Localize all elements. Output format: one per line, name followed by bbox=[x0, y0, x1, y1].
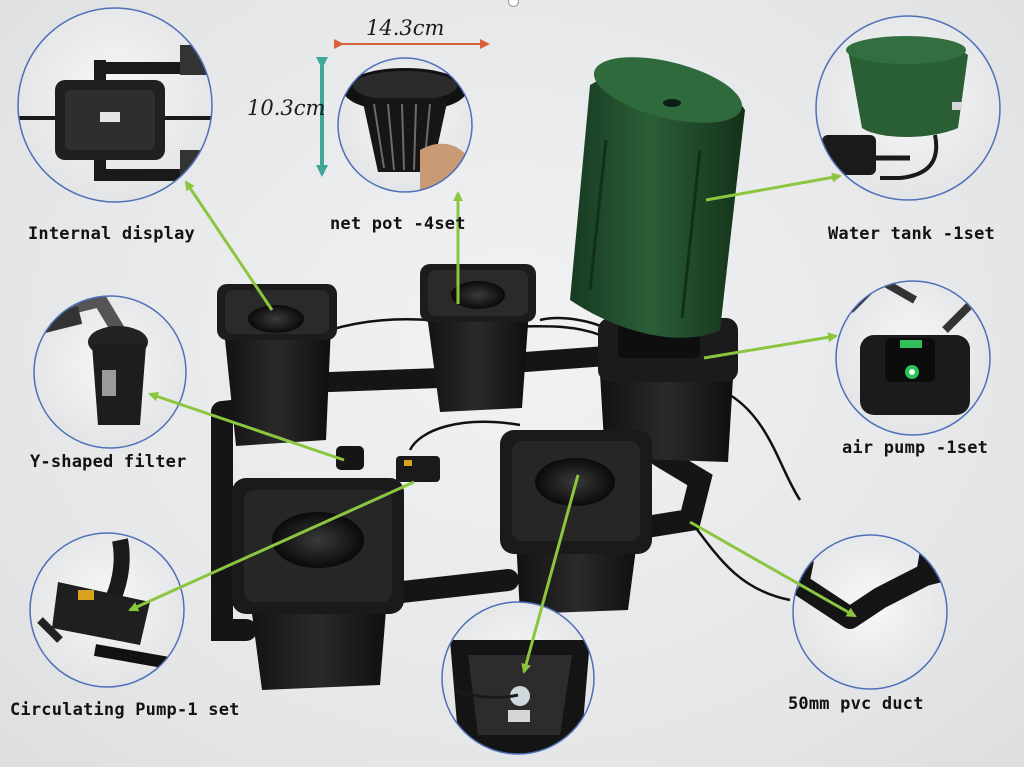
arrow-pvc-duct bbox=[689, 520, 857, 618]
callout-water-tank bbox=[815, 15, 1001, 201]
callout-circulating-pump bbox=[29, 532, 185, 688]
net-pot-height-label: 10.3cm bbox=[247, 96, 326, 120]
bucket-back-left bbox=[217, 284, 337, 446]
arrow-internal-display bbox=[184, 180, 274, 311]
net-pot-label: net pot -4set bbox=[330, 214, 466, 234]
green-water-tank bbox=[570, 57, 745, 338]
y-filter-label: Y-shaped filter bbox=[30, 452, 187, 472]
callout-internal-display bbox=[17, 7, 213, 203]
dimension-arrows bbox=[316, 39, 490, 177]
arrow-water-tank bbox=[705, 172, 842, 202]
main-assembly bbox=[211, 57, 802, 690]
circulating-pump-label: Circulating Pump-1 set bbox=[10, 700, 240, 720]
internal-display-label: Internal display bbox=[28, 224, 195, 244]
pointer-arrows bbox=[128, 172, 857, 674]
callout-air-pump bbox=[835, 280, 991, 436]
arrow-y-filter bbox=[148, 391, 345, 462]
bucket-front-right bbox=[500, 430, 652, 614]
callout-pvc-duct bbox=[792, 534, 948, 690]
callout-y-filter bbox=[33, 295, 187, 449]
arrow-bucket-interior bbox=[521, 474, 580, 674]
callout-net-pot bbox=[337, 57, 473, 193]
net-pot-width-label: 14.3cm bbox=[366, 16, 445, 40]
arrow-circulating-pump bbox=[128, 480, 415, 612]
callout-bucket-interior bbox=[441, 601, 595, 755]
arrow-air-pump bbox=[703, 332, 838, 360]
air-pump-label: air pump -1set bbox=[842, 438, 989, 458]
water-tank-label: Water tank -1set bbox=[828, 224, 995, 244]
top-marker bbox=[508, 0, 519, 7]
inline-devices bbox=[336, 446, 440, 482]
pvc-duct-label: 50mm pvc duct bbox=[788, 694, 924, 714]
bucket-back-middle bbox=[420, 264, 536, 412]
bucket-front-left bbox=[232, 478, 404, 690]
